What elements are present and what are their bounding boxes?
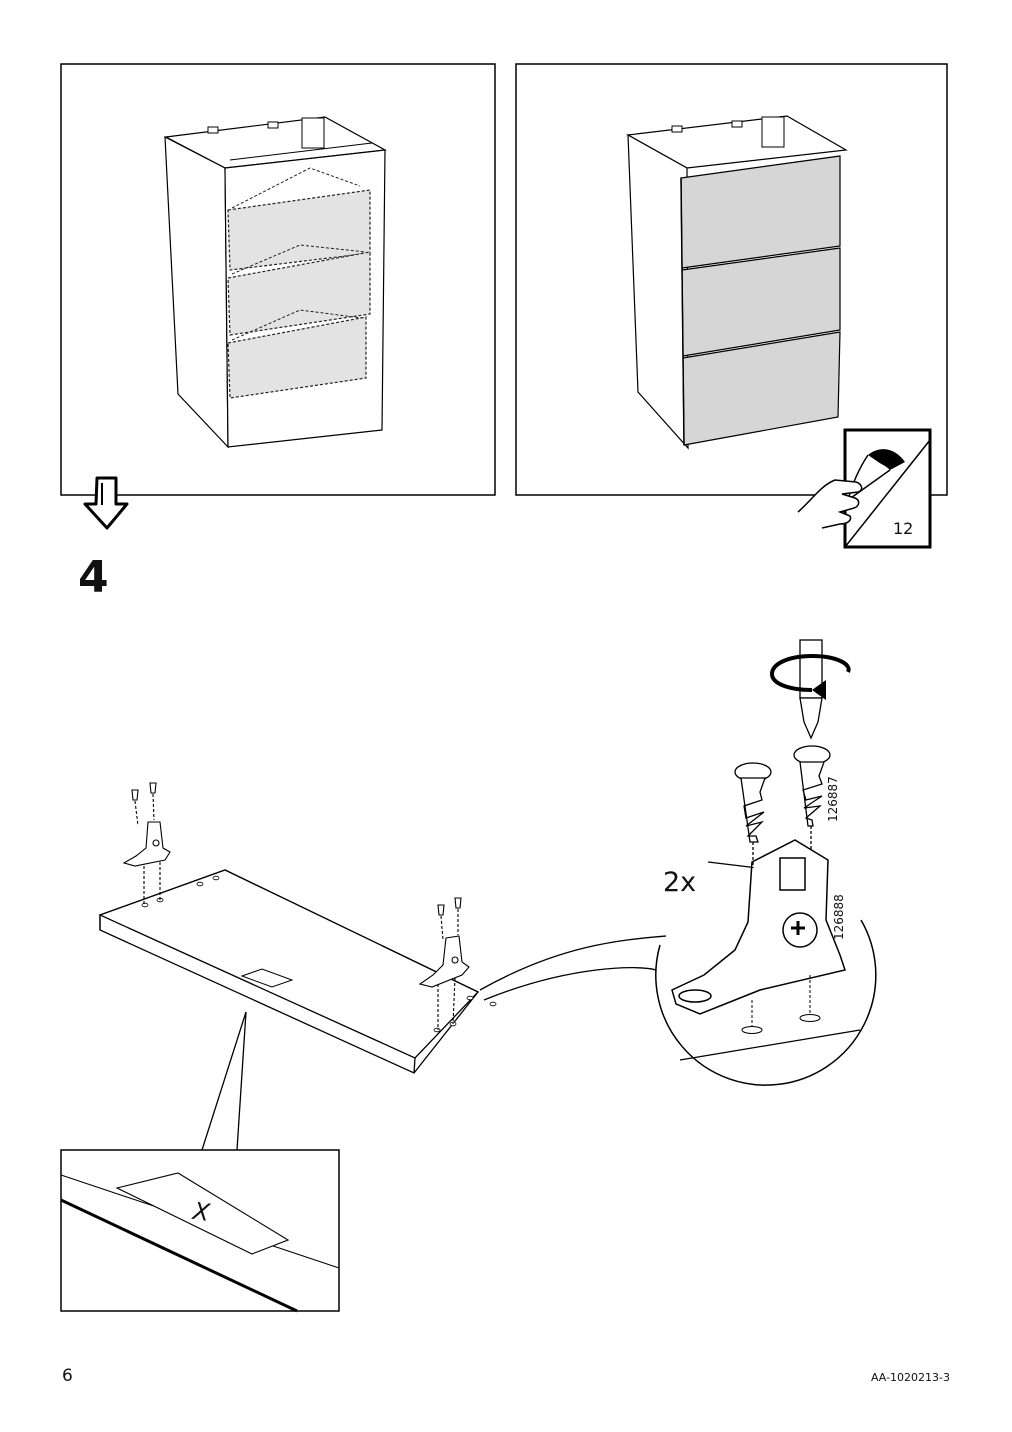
- rotate-clockwise-icon: [769, 653, 851, 700]
- page-number: 6: [62, 1366, 73, 1386]
- bracket-left: [122, 782, 171, 905]
- marking-label: X: [191, 1196, 212, 1228]
- panel-cabinet-drawer-outline: [60, 63, 496, 496]
- page-turn-icon: [797, 428, 932, 549]
- part-number-screw: 126887: [826, 776, 840, 822]
- document-code: AA-1020213-3: [870, 1371, 950, 1384]
- part-number-bracket: 126888: [832, 894, 846, 940]
- step-number: 4: [78, 552, 109, 603]
- bracket-right: [418, 897, 470, 1030]
- marking-detail: [60, 1011, 340, 1313]
- bracket-detail: [655, 839, 877, 1086]
- reference-page-number: 12: [893, 519, 914, 538]
- quantity-label: 2x: [663, 867, 697, 898]
- base-panel: [98, 869, 497, 1074]
- arrow-down-icon: [83, 476, 129, 530]
- bracket-screws: [734, 745, 831, 868]
- panel-cabinet-fronts: [515, 63, 948, 496]
